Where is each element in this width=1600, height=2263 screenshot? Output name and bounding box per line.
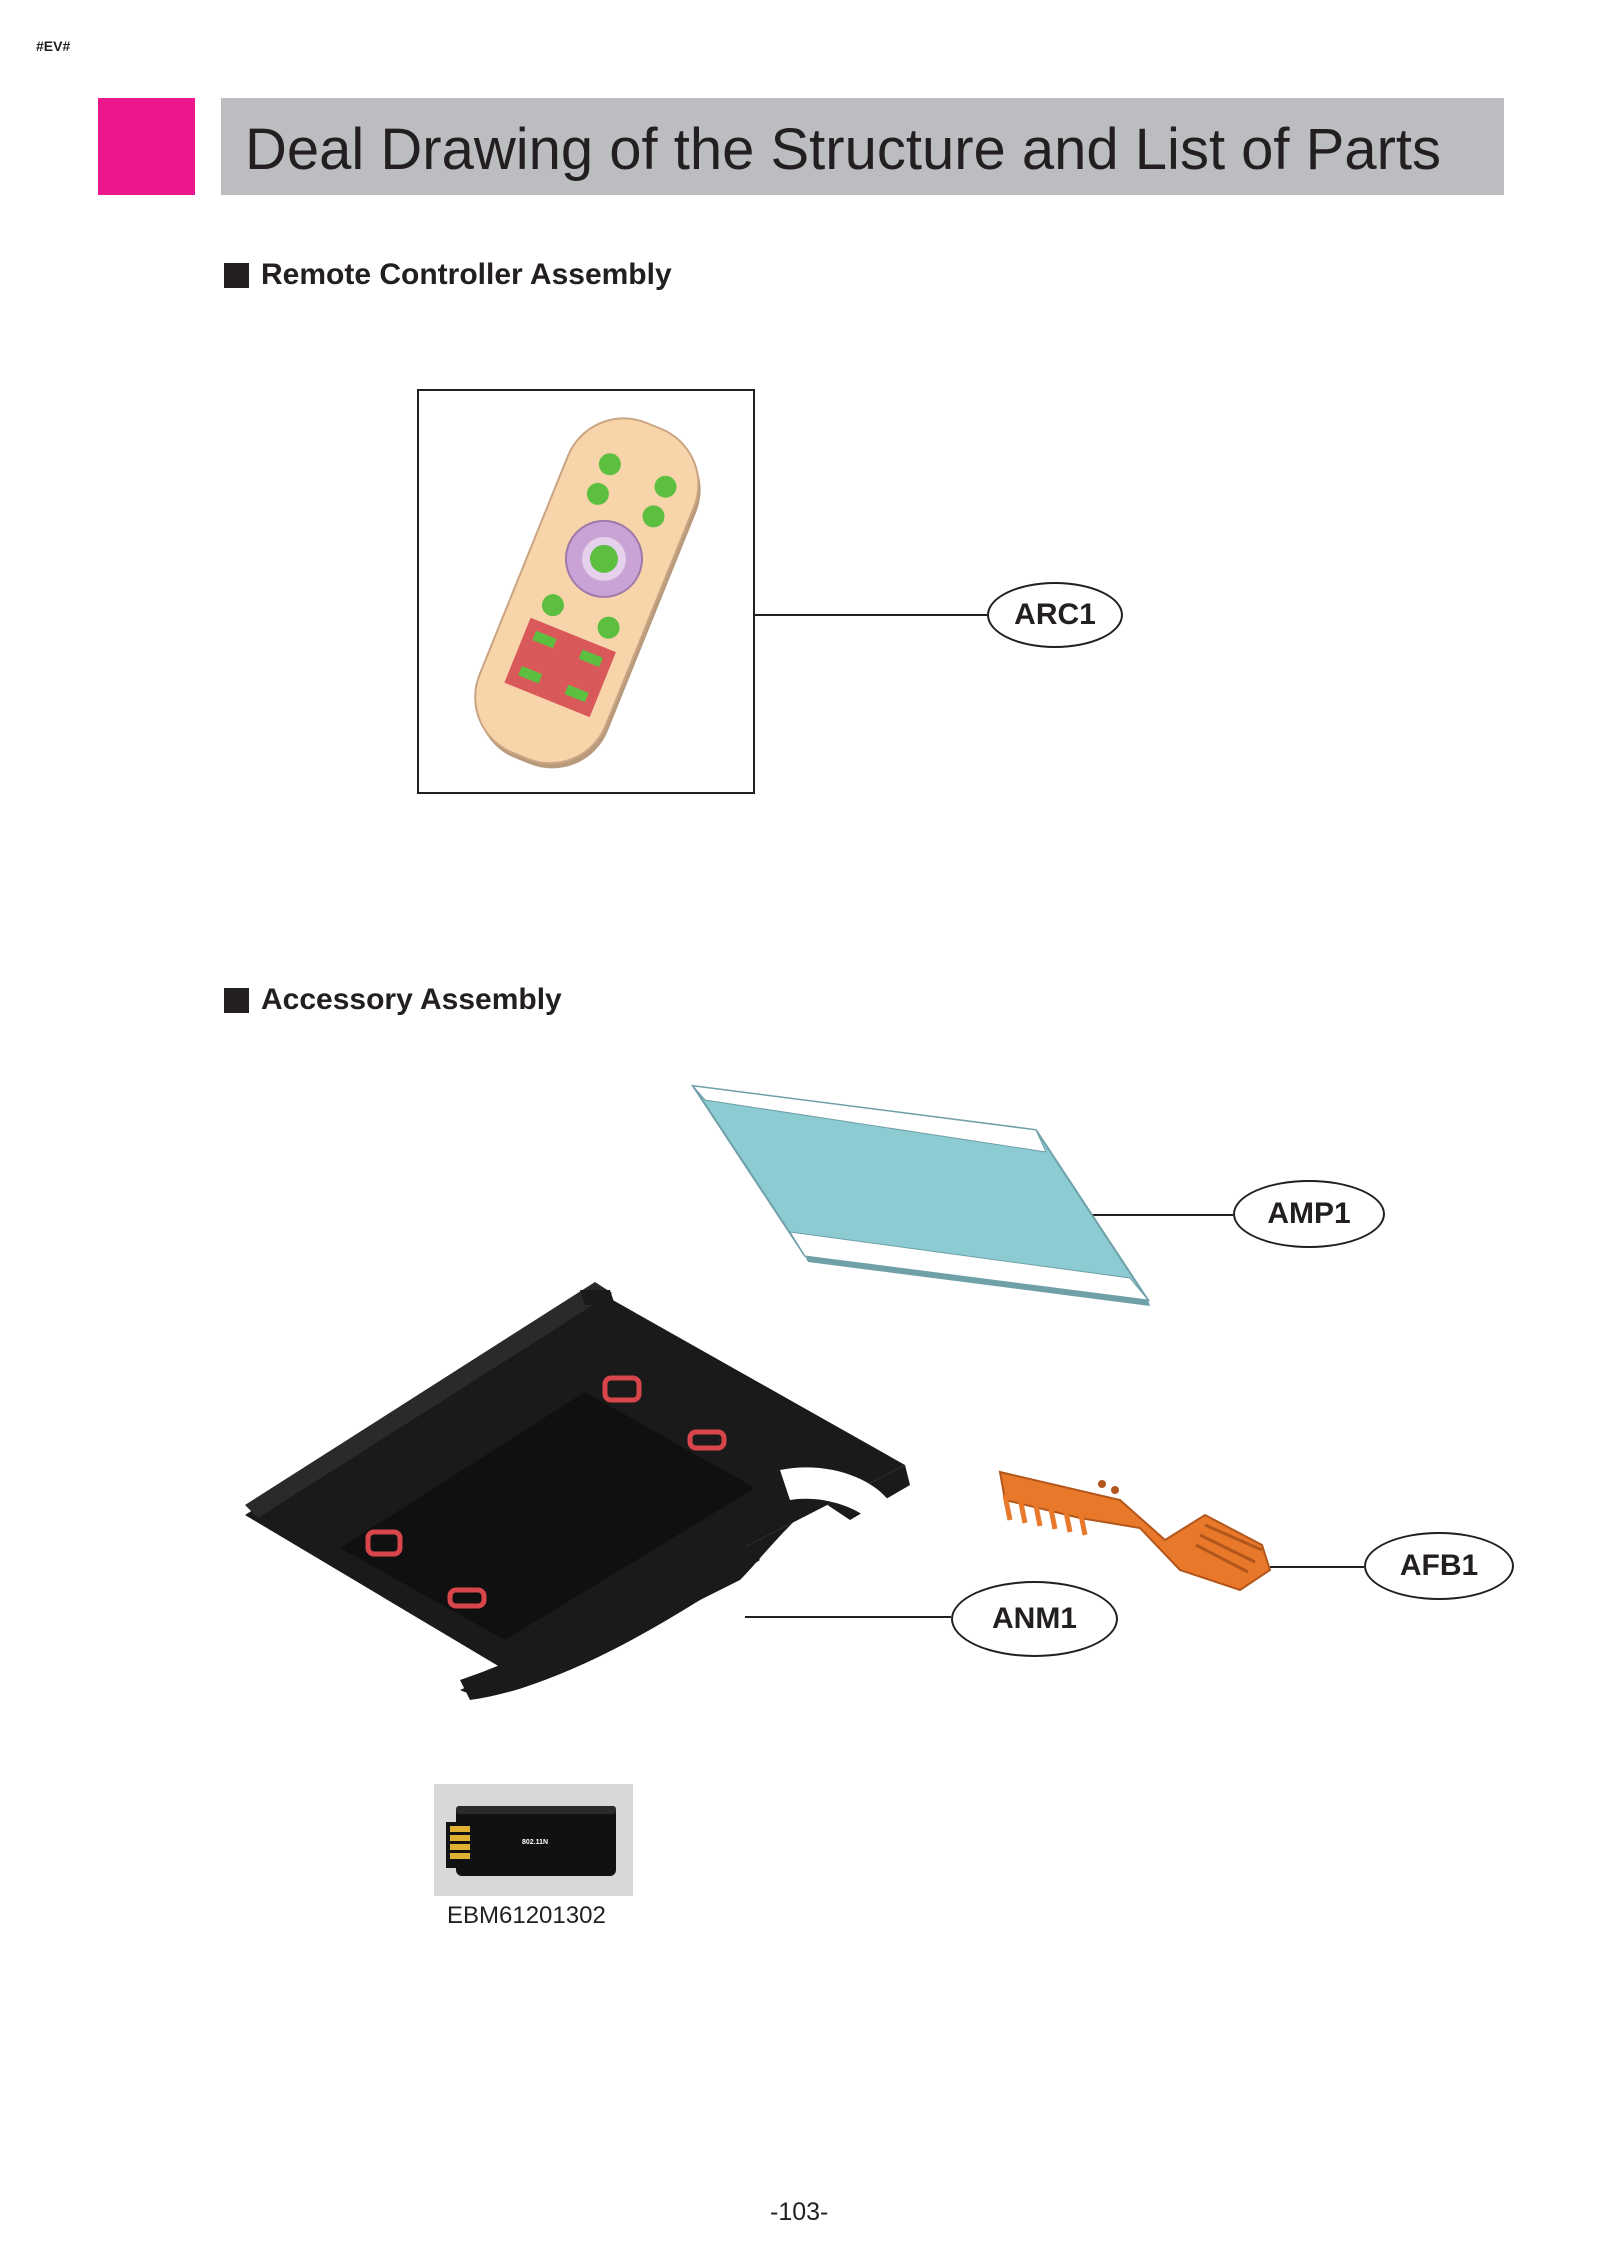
page-title: Deal Drawing of the Structure and List o… [245,117,1442,182]
page-number: -103- [770,2198,829,2226]
bullet-square-icon [224,262,249,288]
remote-controller-image [474,417,701,769]
section-title: Accessory Assembly [261,983,562,1016]
title-bar [221,98,1504,195]
remote-figure-frame [417,389,755,794]
dongle-part-number: EBM61201302 [447,1902,606,1929]
cleaning-base-image [245,1282,910,1700]
dongle-label: 802.11N [522,1839,548,1846]
section-heading-accessory: Accessory Assembly [224,983,562,1017]
section-title: Remote Controller Assembly [261,258,672,291]
callout-afb1: AFB1 [1364,1532,1514,1600]
bullet-square-icon [224,987,249,1013]
dongle-image: 802.11N [446,1806,616,1876]
callout-anm1: ANM1 [951,1581,1118,1657]
callout-amp1: AMP1 [1233,1180,1385,1248]
accent-block [98,98,195,195]
wifi-dongle-photo: 802.11N [434,1784,633,1896]
section-heading-remote: Remote Controller Assembly [224,258,672,292]
callout-arc1: ARC1 [987,582,1123,648]
mop-pad-image [690,1084,1151,1306]
cleaning-brush-image [998,1470,1272,1592]
page-marker: #EV# [36,38,71,54]
